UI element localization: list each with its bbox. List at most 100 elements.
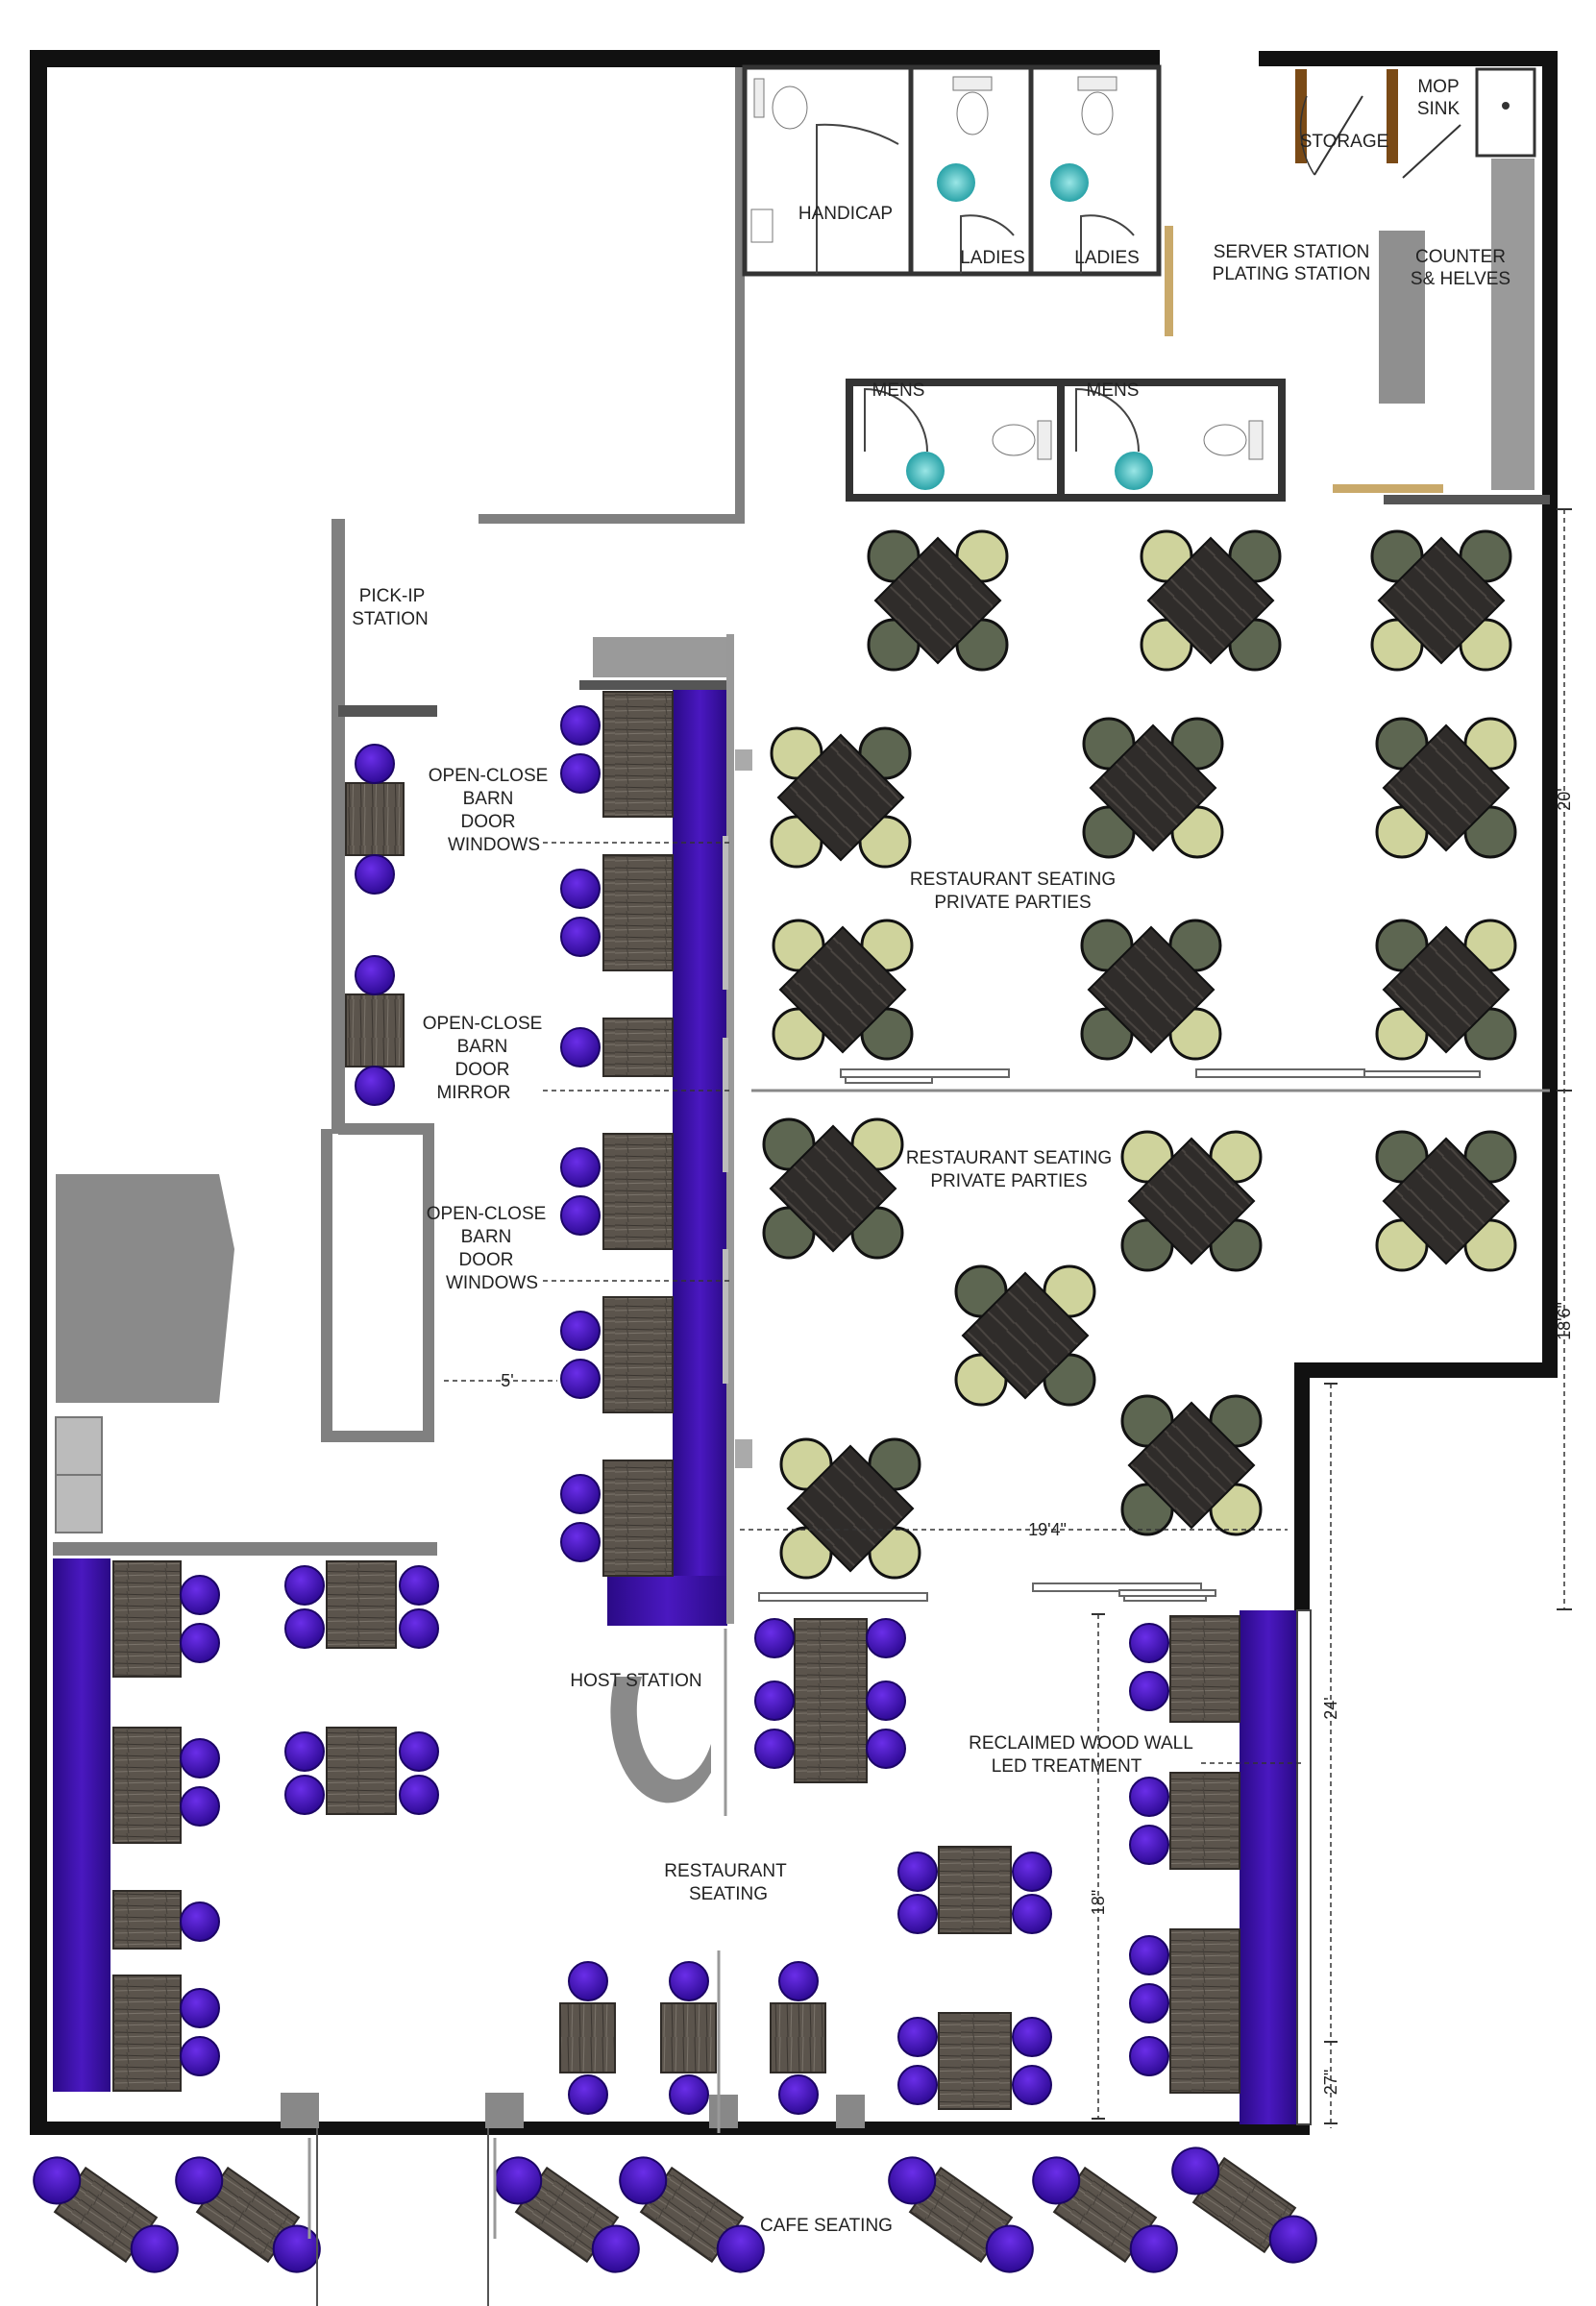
chair-icon xyxy=(560,1195,601,1236)
glass-railings xyxy=(758,1068,1481,1602)
cafe-table xyxy=(619,2156,765,2273)
chair-icon xyxy=(355,955,395,995)
barn-door-label: OPEN-CLOSE xyxy=(429,766,549,786)
table-icon xyxy=(794,1618,868,1783)
reclaimed-wall-label: LED TREATMENT xyxy=(992,1756,1142,1777)
chair-icon xyxy=(180,1786,220,1827)
chair-icon xyxy=(1012,1852,1052,1892)
kitchen-range xyxy=(56,1174,234,1403)
chair-icon xyxy=(985,2224,1034,2273)
chair-icon xyxy=(560,1522,601,1562)
private-parties-label: PRIVATE PARTIES xyxy=(930,1171,1087,1191)
table-icon xyxy=(326,1727,397,1815)
mop-sink xyxy=(1475,67,1536,158)
server-station-label: SERVER STATION xyxy=(1214,242,1370,262)
barn-door-label: BARN xyxy=(461,1227,512,1247)
toilet-icon xyxy=(753,78,808,130)
table-icon xyxy=(769,1124,897,1253)
four-top-table xyxy=(1140,529,1282,672)
door-swing xyxy=(1075,387,1140,453)
chair-icon xyxy=(284,1731,325,1772)
cafe-table xyxy=(494,2156,640,2273)
chair-icon xyxy=(1129,1777,1169,1817)
chair-icon xyxy=(494,2156,543,2205)
dimension-5ft: 5' xyxy=(501,1371,513,1390)
chair-icon xyxy=(399,1608,439,1649)
interior-partitions xyxy=(53,67,1550,1556)
table-icon xyxy=(602,1133,674,1250)
table-icon xyxy=(1169,1772,1240,1870)
four-top-table xyxy=(779,1437,921,1580)
sink-icon xyxy=(750,209,773,243)
chair-icon xyxy=(866,1618,906,1658)
restaurant-seating-label: SEATING xyxy=(689,1884,768,1904)
chair-icon xyxy=(284,1775,325,1815)
table-icon xyxy=(1169,1615,1240,1723)
mens-label: MENS xyxy=(872,380,925,401)
chair-icon xyxy=(33,2156,82,2205)
barn-door-label: OPEN-CLOSE xyxy=(427,1204,547,1224)
central-banquette xyxy=(579,634,752,1626)
chair-icon xyxy=(180,1575,220,1615)
table-icon xyxy=(1087,925,1215,1054)
storage-door-right xyxy=(1387,69,1398,163)
table-icon xyxy=(961,1271,1090,1400)
chair-icon xyxy=(180,1738,220,1779)
table-icon xyxy=(1382,724,1510,852)
right-wall-banquette xyxy=(1240,1609,1312,2125)
door-swing xyxy=(960,214,1015,274)
chair-icon xyxy=(1268,2215,1317,2264)
table-icon xyxy=(602,854,674,971)
left-wall-banquette xyxy=(53,1558,110,2092)
four-top-table xyxy=(867,529,1009,672)
door-panel xyxy=(1165,226,1173,336)
table-icon xyxy=(1089,724,1217,852)
chair-icon xyxy=(560,1147,601,1188)
chair-icon xyxy=(754,1618,795,1658)
table-icon xyxy=(770,2002,826,2073)
kitchen-partition xyxy=(479,67,745,524)
entrance xyxy=(281,1950,865,2306)
barn-door-label: WINDOWS xyxy=(446,1273,538,1293)
barn-mirror-label: MIRROR xyxy=(436,1083,510,1103)
table-icon xyxy=(778,925,907,1054)
table-icon xyxy=(112,1727,182,1844)
host-station-desk xyxy=(610,1677,711,1803)
barn-door-label: BARN xyxy=(463,789,514,809)
chair-icon xyxy=(560,1311,601,1351)
dimension-lines xyxy=(444,509,1565,2128)
chair-icon xyxy=(778,2074,819,2115)
barn-mirror-label: OPEN-CLOSE xyxy=(423,1014,543,1034)
four-top-table xyxy=(762,1117,904,1260)
handicap-label: HANDICAP xyxy=(798,204,893,224)
table-icon xyxy=(1127,1401,1256,1530)
reclaimed-wood-wall xyxy=(1296,1609,1312,2125)
table-icon xyxy=(1146,536,1275,665)
private-parties-label: PRIVATE PARTIES xyxy=(934,893,1091,913)
counter-label: COUNTER xyxy=(1415,247,1506,267)
chair-icon xyxy=(1012,1894,1052,1934)
private-parties-label: RESTAURANT SEATING xyxy=(906,1148,1112,1168)
shelves-label: S& HELVES xyxy=(1411,269,1510,289)
chair-icon xyxy=(560,869,601,909)
dimension-24: 24' xyxy=(1321,1697,1340,1719)
chair-icon xyxy=(399,1775,439,1815)
four-top-table xyxy=(1375,717,1517,859)
table-icon xyxy=(602,1018,674,1077)
chair-icon xyxy=(1129,1671,1169,1711)
chair-icon xyxy=(619,2156,668,2205)
ladies-label: LADIES xyxy=(960,248,1025,268)
chair-icon xyxy=(355,854,395,895)
cafe-table xyxy=(1171,2147,1317,2264)
chair-icon xyxy=(778,1961,819,2001)
dimension-20: 20' xyxy=(1555,788,1574,810)
chair-icon xyxy=(1012,2017,1052,2057)
barn-mirror-label: DOOR xyxy=(455,1060,510,1080)
mop-sink-label: SINK xyxy=(1417,99,1461,119)
chair-icon xyxy=(897,1852,938,1892)
table-icon xyxy=(602,1460,674,1577)
chair-icon xyxy=(284,1608,325,1649)
chair-icon xyxy=(175,2156,224,2205)
chair-icon xyxy=(399,1731,439,1772)
dimension-19-4: 19'4" xyxy=(1028,1520,1067,1539)
